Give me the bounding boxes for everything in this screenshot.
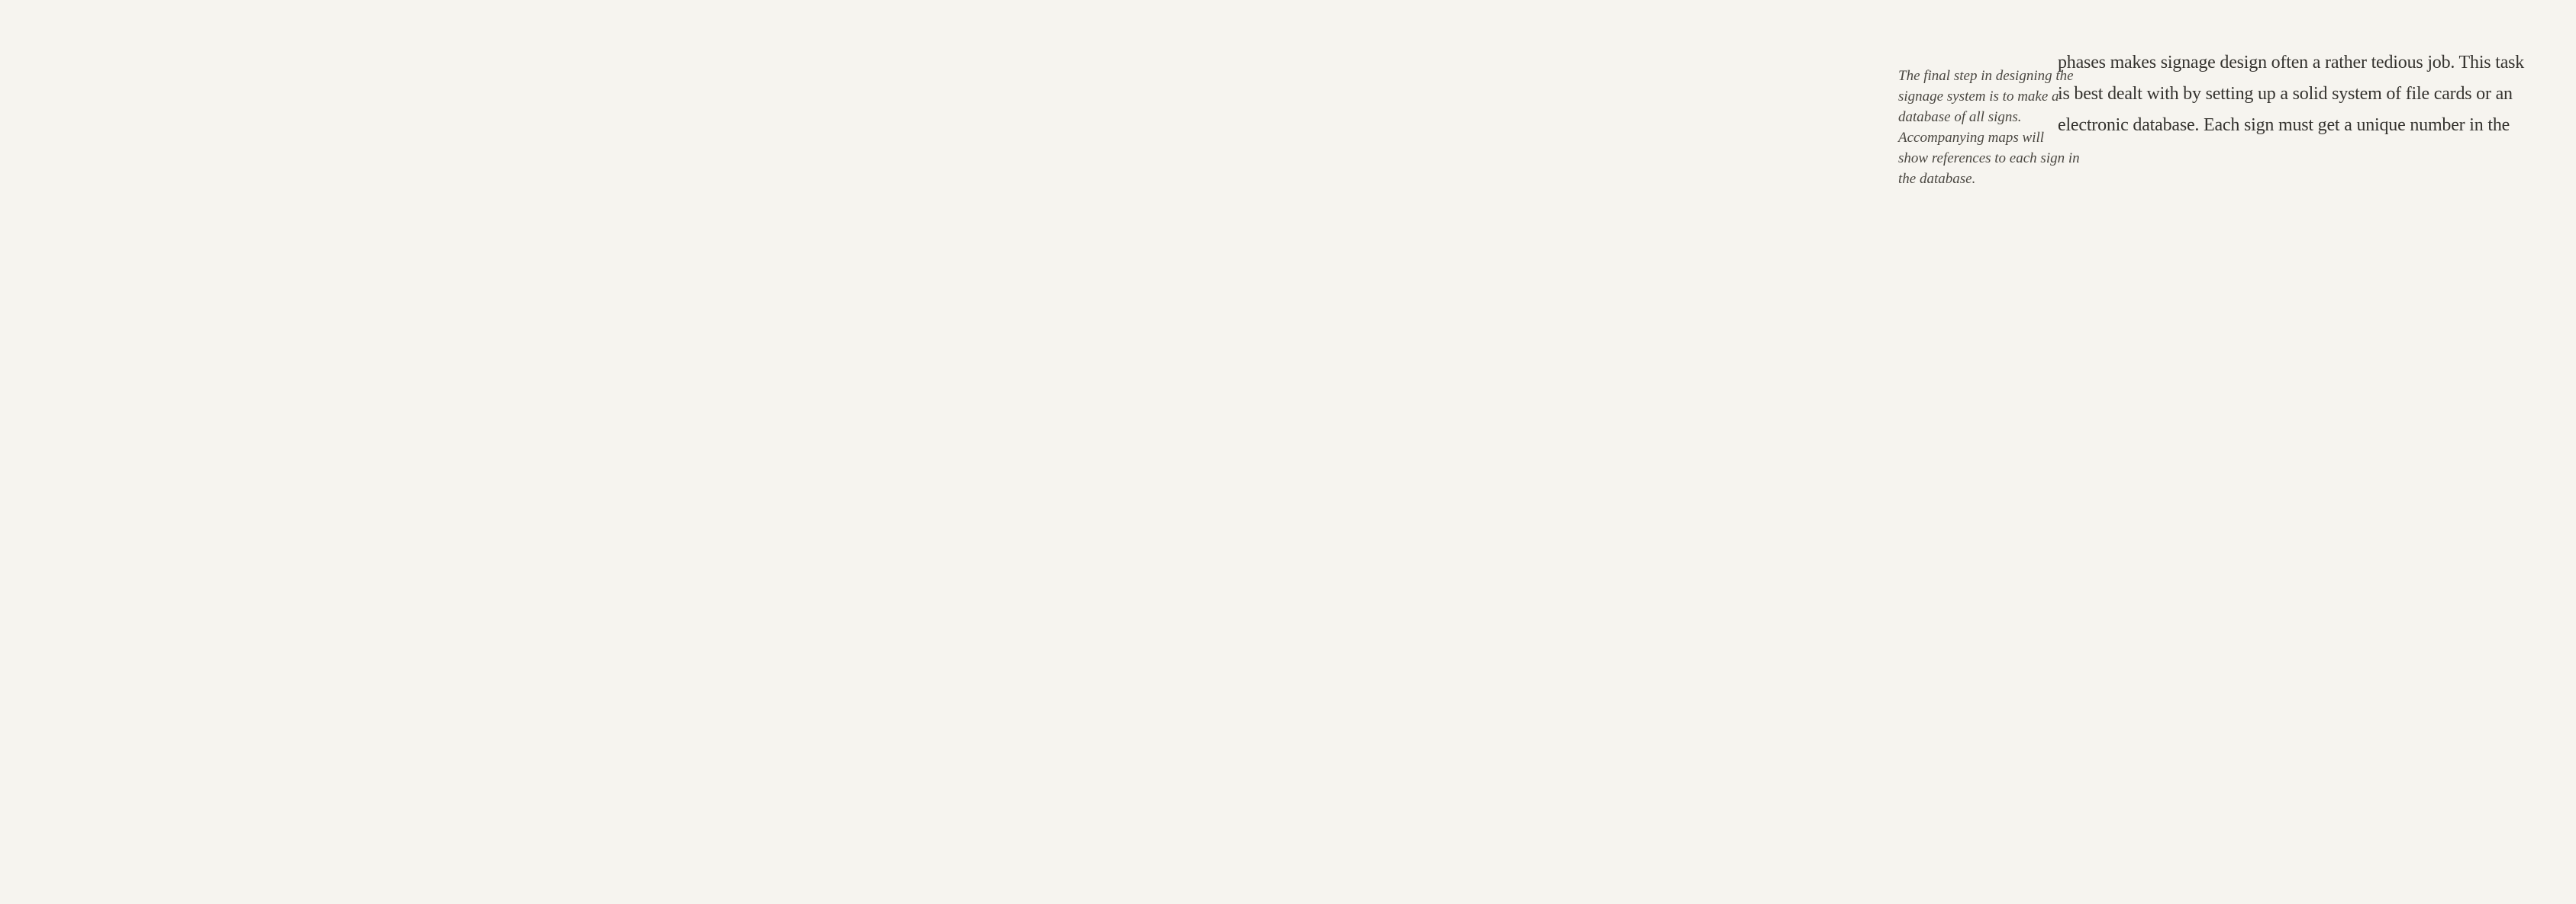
caption-line: The final step in designing the bbox=[1898, 68, 2074, 84]
panel-sign-locations-map bbox=[859, 0, 1717, 904]
body-text-line: phases makes signage design often a rath… bbox=[2058, 53, 2525, 72]
caption-line: the database. bbox=[1898, 171, 1976, 187]
caption-line: Accompanying maps will bbox=[1898, 130, 2045, 146]
panel-routes-map bbox=[0, 0, 859, 904]
margin-caption: The final step in designing the signage … bbox=[1898, 66, 2080, 189]
caption-line: signage system is to make a bbox=[1898, 88, 2059, 105]
caption-line: show references to each sign in bbox=[1898, 150, 2080, 166]
floor-plan-sign-locations bbox=[859, 0, 1717, 904]
body-text-line: electronic database. Each sign must get … bbox=[2058, 115, 2510, 135]
floor-plan-routes bbox=[0, 0, 859, 904]
body-text-line: is best dealt with by setting up a solid… bbox=[2058, 84, 2513, 104]
body-text: phases makes signage design often a rath… bbox=[2058, 47, 2546, 141]
caption-line: database of all signs. bbox=[1898, 109, 2022, 125]
